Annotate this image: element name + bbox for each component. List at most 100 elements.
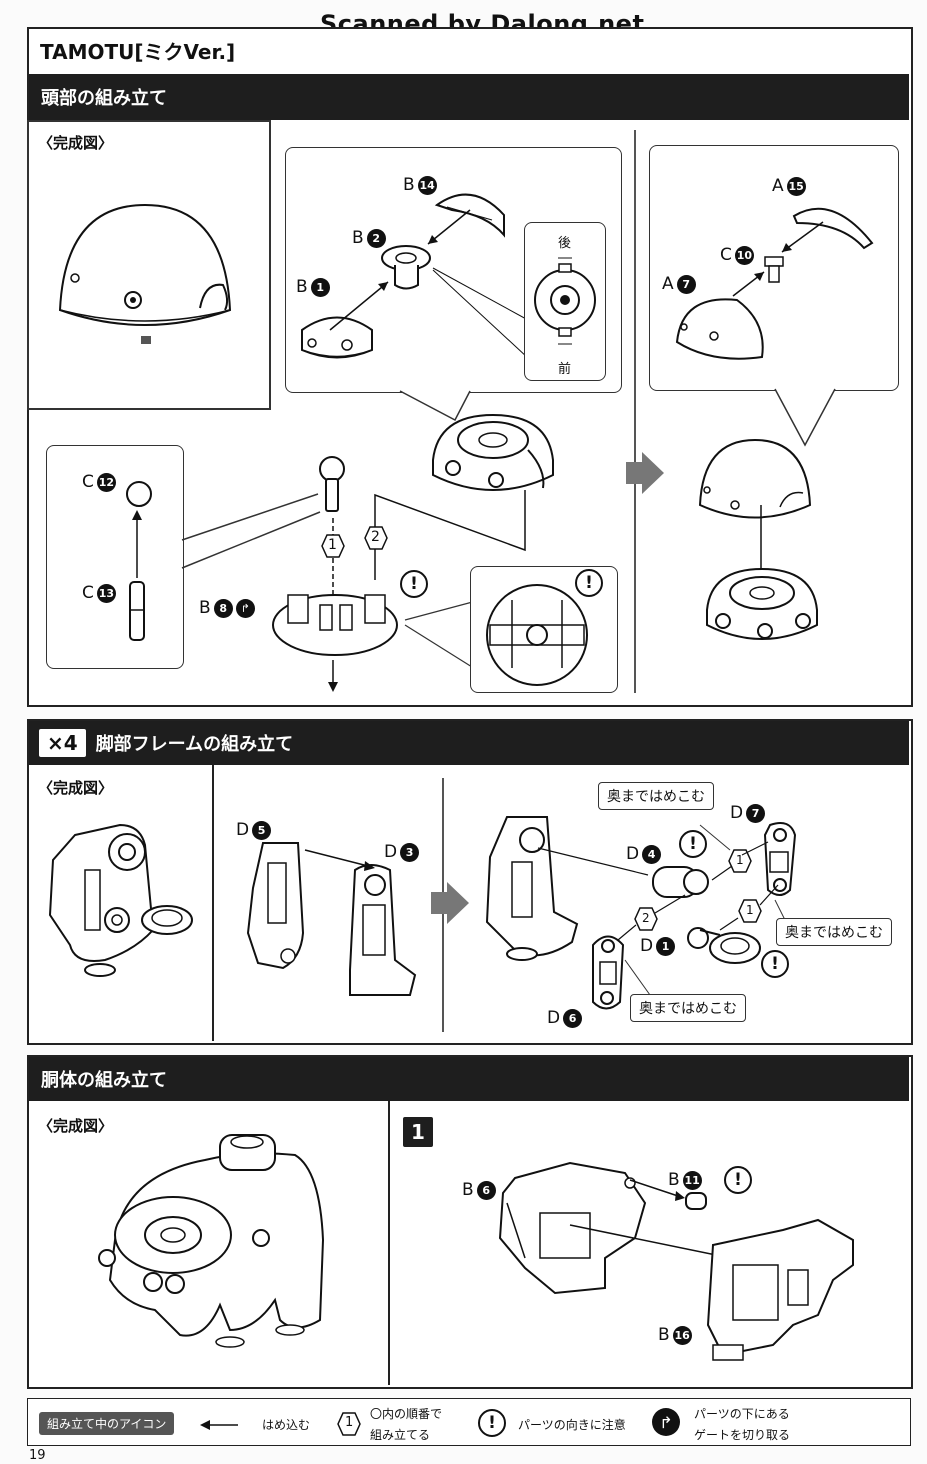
- page-number: 19: [29, 1448, 46, 1463]
- gate-cut-legend-icon: ↱: [652, 1408, 680, 1436]
- caution-icon-d4: !: [679, 830, 707, 858]
- assembled-head-base: [432, 413, 554, 491]
- head-divider: [634, 130, 636, 693]
- legs-frame: [27, 719, 913, 1045]
- press-in-callout-1: 奥まではめこむ: [598, 782, 714, 810]
- legs-divider-1: [212, 765, 214, 1041]
- body-section-title: 胴体の組み立て: [41, 1070, 167, 1091]
- part-c13: [129, 581, 145, 641]
- legs-completed-label: 〈完成図〉: [38, 779, 114, 797]
- legs-section-title: 脚部フレームの組み立て: [95, 734, 294, 755]
- legs-completed-illustration: [48, 823, 193, 977]
- legend-gate-line1: パーツの下にある: [694, 1407, 790, 1421]
- step-1-num: 1: [328, 537, 337, 553]
- legend-order-num: 1: [345, 1415, 354, 1430]
- legs-step-2: 2: [642, 911, 650, 925]
- caution-icon-inset: !: [575, 569, 603, 597]
- legs-step-1b: 1: [746, 903, 754, 917]
- back-label: 後: [558, 236, 572, 251]
- assembled-leg-frame: [485, 816, 579, 961]
- part-b1: [301, 316, 373, 359]
- head-section-header: 頭部の組み立て: [29, 74, 909, 120]
- legend-caution: パーツの向きに注意: [518, 1418, 626, 1432]
- assembled-head-base-2: [706, 567, 818, 640]
- part-b16: [706, 1218, 854, 1361]
- body-section-header: 胴体の組み立て: [29, 1057, 909, 1101]
- part-b11: [685, 1192, 707, 1210]
- caution-icon-d1: !: [761, 950, 789, 978]
- part-b6: [498, 1161, 647, 1295]
- part-b2: [381, 245, 431, 290]
- part-a7: [675, 298, 764, 360]
- b8-detail-part: [486, 584, 588, 686]
- legend-order-line2: 組み立てる: [370, 1428, 431, 1442]
- next-step-arrow-head: [626, 452, 664, 494]
- assembled-head-dome: [698, 438, 812, 519]
- part-d6: [592, 935, 625, 1010]
- part-c10: [764, 256, 784, 283]
- head-completed-label: 〈完成図〉: [38, 134, 114, 152]
- legend-gate-line2: ゲートを切り取る: [694, 1428, 791, 1442]
- part-b14: [434, 193, 505, 238]
- head-completed-illustration: [58, 203, 232, 344]
- legend-tag: 組み立て中のアイコン: [39, 1412, 175, 1435]
- part-c12: [126, 481, 152, 507]
- step-1-hexagon: [321, 534, 345, 558]
- part-d5: [246, 842, 305, 970]
- part-b8: [272, 594, 398, 656]
- body-divider: [388, 1101, 390, 1385]
- part-d3: [349, 864, 417, 996]
- step-2-hexagon: [364, 526, 388, 550]
- legs-section-header: ×4 脚部フレームの組み立て: [29, 721, 909, 765]
- next-step-arrow-legs: [431, 882, 469, 924]
- body-completed-illustration: [98, 1134, 325, 1348]
- body-step-badge: 1: [403, 1117, 433, 1147]
- cut-gate-icon: ↱: [235, 598, 255, 618]
- model-title: TAMOTU[ミクVer.]: [40, 40, 236, 64]
- step-2-num: 2: [371, 529, 380, 545]
- part-d7: [763, 822, 797, 896]
- caution-icon-b11: !: [724, 1166, 752, 1194]
- assembled-ball-joint: [319, 456, 345, 512]
- part-d1: [687, 927, 761, 964]
- part-d4: [652, 866, 709, 898]
- caution-icon-b8: !: [400, 570, 428, 598]
- legs-step-1a: 1: [736, 853, 744, 867]
- legend-frame: [27, 1398, 911, 1446]
- legend-press-fit: はめ込む: [262, 1418, 311, 1432]
- order-hexagon-icon: [337, 1412, 361, 1436]
- part-a15: [792, 207, 874, 250]
- press-fit-arrow-icon: [200, 1420, 238, 1430]
- legend-order-line1: 〇内の順番で: [370, 1407, 443, 1421]
- head-section-title: 頭部の組み立て: [41, 88, 167, 109]
- direction-inset-part: [534, 257, 596, 345]
- body-completed-label: 〈完成図〉: [38, 1117, 114, 1135]
- caution-legend-icon: !: [478, 1409, 506, 1437]
- press-in-callout-2: 奥まではめこむ: [776, 918, 892, 946]
